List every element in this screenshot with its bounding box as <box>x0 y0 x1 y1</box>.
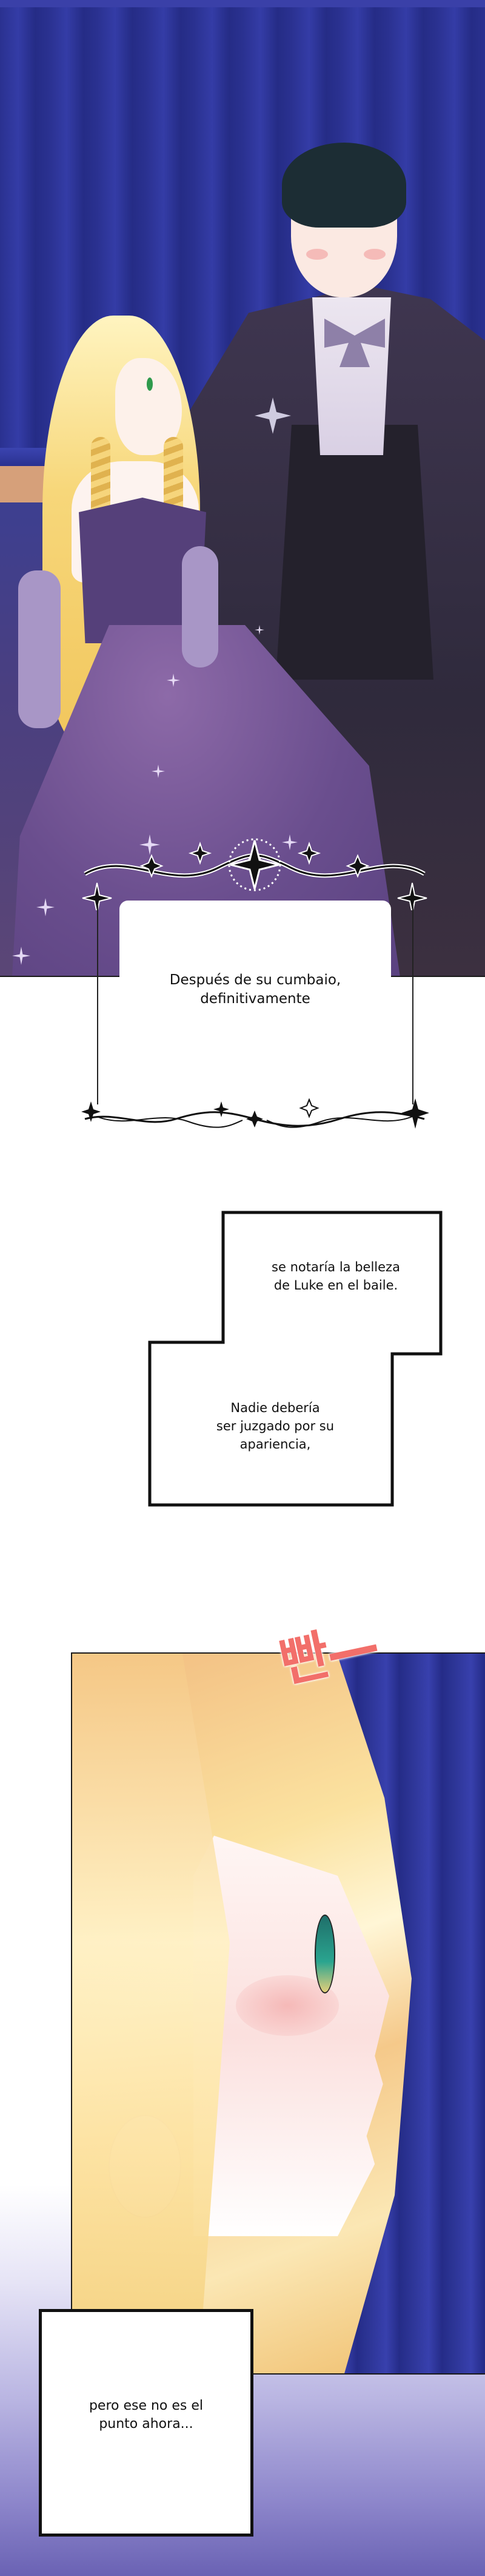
narration-line: definitivamente <box>200 991 310 1007</box>
ornate-narration-box: Después de su cumbaio, definitivamente <box>79 831 430 1135</box>
man-blush-right <box>364 249 386 260</box>
narration-text: Después de su cumbaio, definitivamente <box>119 971 391 1009</box>
bottom-flourish-ornament <box>81 1098 429 1129</box>
narration-line: de Luke en el baile. <box>273 1278 398 1293</box>
narration-box-background <box>119 901 391 1123</box>
man-shirt <box>312 297 391 455</box>
narration-line: punto ahora... <box>99 2416 193 2432</box>
narration-line: apariencia, <box>239 1437 311 1452</box>
panel-closeup-face <box>71 1652 485 2375</box>
narration-text: pero ese no es el punto ahora... <box>42 2397 250 2433</box>
woman-eye <box>147 377 153 391</box>
top-flourish-ornament <box>82 838 427 910</box>
frame-line-left <box>97 904 98 1104</box>
man-blush-left <box>306 249 328 260</box>
step-narration-box: se notaría la belleza de Luke en el bail… <box>148 1211 443 1507</box>
narration-text-upper: se notaría la belleza de Luke en el bail… <box>239 1258 433 1294</box>
narration-line: pero ese no es el <box>89 2398 204 2413</box>
woman-glove-left <box>18 570 61 728</box>
woman-eye <box>315 1915 335 1993</box>
narration-line: ser juzgado por su <box>216 1419 335 1433</box>
frame-line-right <box>412 904 413 1104</box>
woman-glove-right <box>182 546 218 668</box>
man-hair <box>282 143 406 228</box>
final-narration-box: pero ese no es el punto ahora... <box>39 2309 253 2537</box>
man-vest <box>276 425 433 680</box>
narration-line: Nadie debería <box>230 1401 320 1415</box>
narration-line: se notaría la belleza <box>272 1260 400 1274</box>
narration-line: Después de su cumbaio, <box>169 972 341 988</box>
narration-text-lower: Nadie debería ser juzgado por su aparien… <box>172 1399 378 1453</box>
curtain-rail <box>0 0 485 7</box>
panel-couple-scene <box>0 0 485 977</box>
step-box-outline <box>148 1211 443 1507</box>
